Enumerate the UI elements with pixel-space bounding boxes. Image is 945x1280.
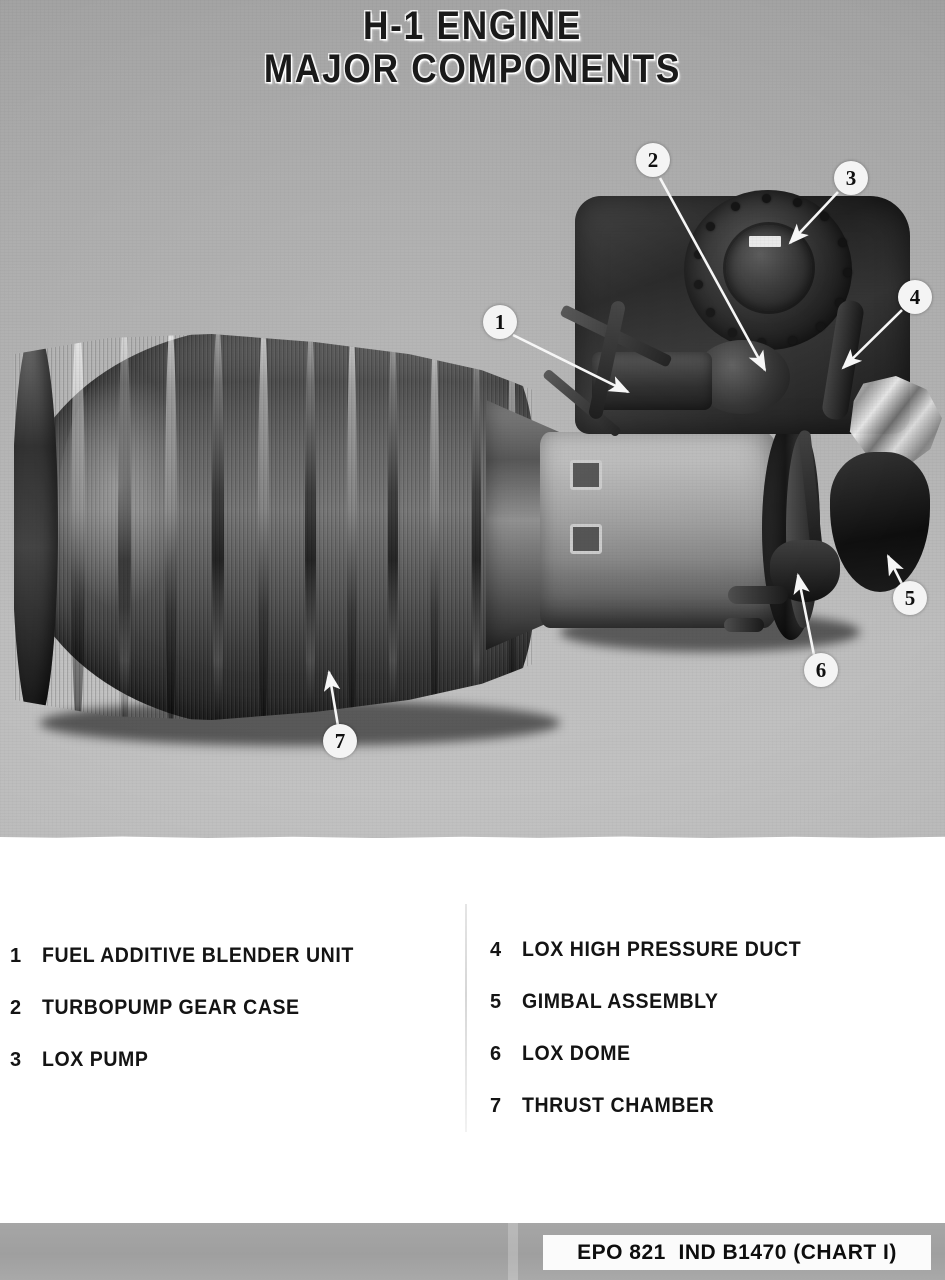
thrust-chamber-nozzle — [14, 334, 534, 720]
legend-label: THRUST CHAMBER — [522, 1094, 715, 1117]
legend-item-4: 4 LOX HIGH PRESSURE DUCT — [490, 938, 822, 962]
callout-marker-2[interactable]: 2 — [636, 143, 670, 177]
nozzle-hoop-band — [388, 334, 399, 720]
legend-item-6: 6 LOX DOME — [490, 1042, 639, 1066]
footer-id-box: EPO 821 IND B1470 (CHART I) — [543, 1235, 931, 1270]
legend-label: FUEL ADDITIVE BLENDER UNIT — [42, 944, 354, 967]
legend-number: 7 — [490, 1095, 502, 1117]
callout-marker-3[interactable]: 3 — [834, 161, 868, 195]
flange-bolt — [816, 322, 825, 331]
nozzle-hoop-band — [430, 334, 439, 720]
legend-label: LOX PUMP — [42, 1048, 149, 1071]
photo-bottom-edge — [0, 836, 945, 838]
chamber-fitting-lower — [570, 524, 602, 554]
flange-bolt — [788, 336, 797, 345]
legend-number: 1 — [10, 945, 22, 967]
legend-item-3: 3 LOX PUMP — [10, 1048, 156, 1072]
footer-light-strip — [508, 1223, 518, 1280]
callout-marker-5[interactable]: 5 — [893, 581, 927, 615]
legend-number: 6 — [490, 1043, 502, 1065]
footer-id-text: EPO 821 IND B1470 (CHART I) — [577, 1240, 897, 1264]
nozzle-exit-lip — [14, 334, 58, 720]
chamber-fitting-upper — [570, 460, 602, 490]
callout-marker-6[interactable]: 6 — [804, 653, 838, 687]
engine-photo: 1 2 3 4 5 6 7 H-1 ENGINE MAJOR COMPONENT… — [0, 0, 945, 838]
legend-number: 2 — [10, 997, 22, 1019]
legend-label: LOX HIGH PRESSURE DUCT — [522, 938, 802, 961]
mount-bracket — [724, 618, 764, 632]
flange-bolt — [835, 298, 844, 307]
mount-bracket — [728, 586, 788, 604]
legend-item-2: 2 TURBOPUMP GEAR CASE — [10, 996, 319, 1020]
legend-item-1: 1 FUEL ADDITIVE BLENDER UNIT — [10, 944, 377, 968]
nozzle-hoop-band — [346, 334, 357, 720]
nozzle-hoop-band — [258, 334, 270, 720]
legend-label: TURBOPUMP GEAR CASE — [42, 996, 300, 1019]
legend-item-7: 7 THRUST CHAMBER — [490, 1094, 729, 1118]
legend-label: LOX DOME — [522, 1042, 631, 1065]
nozzle-highlight — [55, 358, 212, 696]
footer-band: EPO 821 IND B1470 (CHART I) — [0, 1223, 945, 1280]
title-line-1: H-1 ENGINE — [362, 4, 583, 48]
legend-label: GIMBAL ASSEMBLY — [522, 990, 719, 1013]
nozzle-hoop-band — [211, 334, 224, 720]
legend-column-divider — [465, 904, 467, 1132]
callout-marker-4[interactable]: 4 — [898, 280, 932, 314]
nozzle-hoop-band — [118, 334, 131, 720]
nozzle-hoop-band — [471, 334, 481, 720]
nozzle-hoop-band — [164, 334, 177, 720]
legend-number: 4 — [490, 939, 502, 961]
callout-marker-7[interactable]: 7 — [323, 724, 357, 758]
photo-vignette — [0, 0, 945, 838]
legend-number: 5 — [490, 991, 502, 1013]
nozzle-tube-bundle — [14, 334, 534, 720]
flange-bolt — [843, 268, 852, 277]
legend-item-5: 5 GIMBAL ASSEMBLY — [490, 990, 733, 1014]
flange-bolt — [838, 238, 847, 247]
legend: 1 FUEL ADDITIVE BLENDER UNIT 2 TURBOPUMP… — [0, 838, 945, 1223]
nozzle-hoop-band — [71, 334, 86, 720]
title-line-2: MAJOR COMPONENTS — [263, 46, 682, 91]
page-title: H-1 ENGINE MAJOR COMPONENTS — [57, 6, 889, 90]
callout-marker-1[interactable]: 1 — [483, 305, 517, 339]
gimbal-assembly — [830, 452, 930, 592]
photo-grain-overlay — [0, 0, 945, 838]
nozzle-hoop-band — [305, 334, 317, 720]
legend-number: 3 — [10, 1049, 22, 1071]
flange-bolt — [762, 194, 771, 203]
